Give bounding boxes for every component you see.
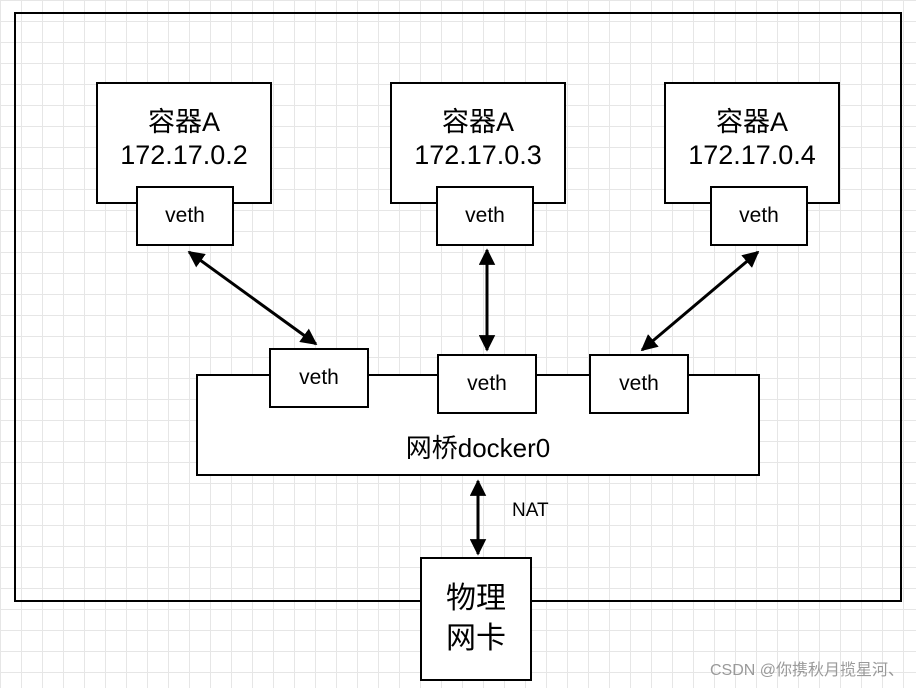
nic-label-line2: 网卡 — [446, 622, 506, 655]
container-box-3: 容器A 172.17.0.4 — [664, 82, 840, 204]
container-name: 容器A — [441, 107, 514, 137]
container-ip: 172.17.0.4 — [688, 140, 816, 170]
container-name: 容器A — [715, 107, 788, 137]
watermark: CSDN @你携秋月揽星河、 — [709, 662, 904, 679]
container-box-2: 容器A 172.17.0.3 — [390, 82, 566, 204]
nic-label-line1: 物理 — [446, 582, 506, 615]
bridge-veth-2: veth — [437, 354, 537, 414]
container-name: 容器A — [147, 107, 220, 137]
bridge-veth-1: veth — [269, 348, 369, 408]
nat-label: NAT — [512, 500, 549, 521]
container-veth-2: veth — [436, 186, 534, 246]
bridge-veth-3: veth — [589, 354, 689, 414]
container-ip: 172.17.0.3 — [414, 140, 542, 170]
container-veth-3: veth — [710, 186, 808, 246]
physical-nic: 物理 网卡 — [420, 557, 532, 681]
container-veth-1: veth — [136, 186, 234, 246]
container-ip: 172.17.0.2 — [120, 140, 248, 170]
